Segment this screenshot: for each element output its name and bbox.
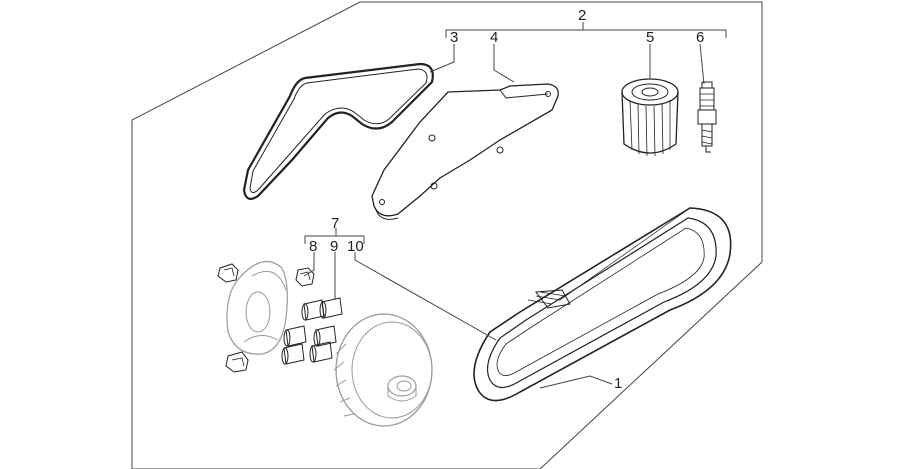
callout-labels: 2 3 4 5 6 7 8 9 10 1 (309, 7, 704, 392)
drive-belt (473, 207, 732, 402)
callout-1: 1 (614, 375, 622, 392)
spark-plug (697, 81, 717, 153)
callout-7: 7 (331, 215, 339, 232)
callout-2: 2 (578, 7, 586, 24)
callout-8: 8 (309, 238, 317, 255)
callout-9: 9 (330, 238, 338, 255)
gasket-ring (242, 62, 434, 200)
callout-3: 3 (450, 29, 458, 46)
variator-rollers (281, 297, 343, 365)
variator-assembly (226, 260, 433, 427)
slider-clips (217, 263, 315, 373)
callout-5: 5 (646, 29, 654, 46)
oil-filter (621, 78, 679, 157)
leader-lines (303, 22, 727, 389)
callout-4: 4 (490, 29, 498, 46)
heat-shield-plate (371, 83, 559, 220)
kit-outline (131, 1, 763, 469)
callout-6: 6 (696, 29, 704, 46)
callout-10: 10 (347, 238, 364, 255)
